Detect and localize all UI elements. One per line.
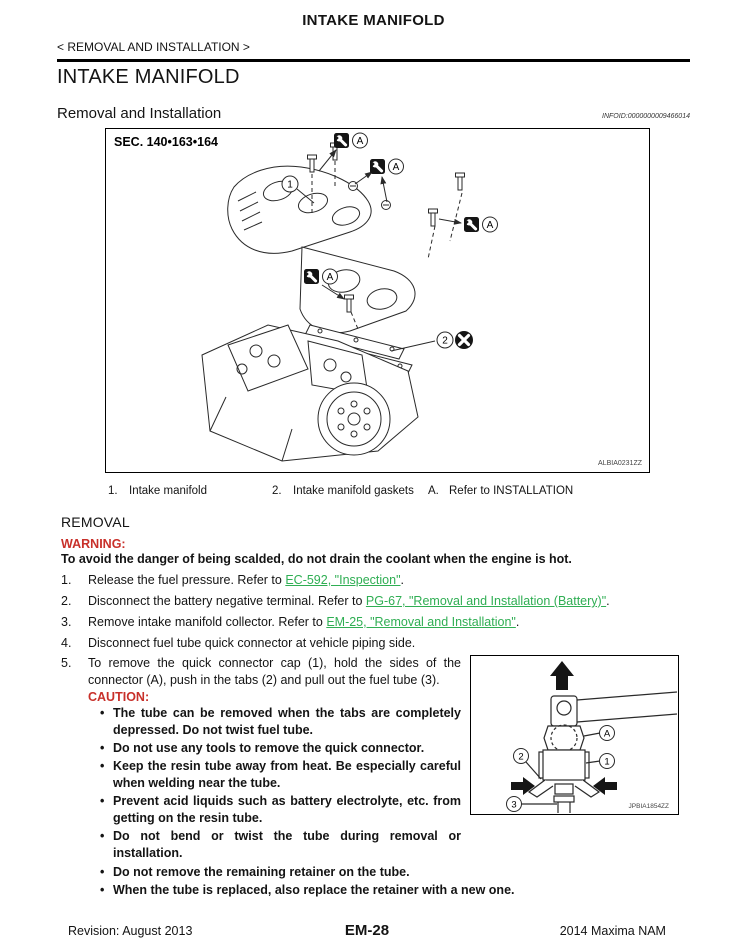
caution-list: • The tube can be removed when the tabs a… <box>100 705 461 862</box>
part-1-label: 1 <box>287 180 293 191</box>
subsection-title: Removal and Installation <box>57 105 222 122</box>
figure-quick-connector: A 1 2 3 JPBIA1854ZZ <box>470 655 679 815</box>
part-2-label: 2 <box>442 336 448 347</box>
ref-a-label: A <box>393 162 400 173</box>
page-title: INTAKE MANIFOLD <box>57 66 240 88</box>
torque-callout: A <box>438 215 498 234</box>
sec-label: SEC. 140•163•164 <box>114 135 218 149</box>
legend-item: 2. Intake manifold gaskets <box>272 485 428 497</box>
bullet-dot: • <box>100 829 105 843</box>
footer-page-number: EM-28 <box>344 922 390 939</box>
part-callout-2: 2 <box>390 331 473 352</box>
caution-bullet: • The tube can be removed when the tabs a… <box>100 705 461 739</box>
footer-revision: Revision: August 2013 <box>68 924 193 938</box>
caution-bullet: • Do not bend or twist the tube during re… <box>100 828 461 862</box>
page-footer: Revision: August 2013 EM-28 2014 Maxima … <box>0 922 734 939</box>
torque-callout: A <box>354 157 404 203</box>
breadcrumb-rule: < REMOVAL AND INSTALLATION > <box>57 38 690 62</box>
bullet-dot: • <box>100 883 105 897</box>
bullet-dot: • <box>100 865 105 879</box>
running-title: INTAKE MANIFOLD <box>302 12 445 29</box>
legend-number: A. <box>428 485 439 497</box>
legend-text: Refer to INSTALLATION <box>449 485 574 497</box>
step-text: Disconnect fuel tube quick connector at … <box>88 636 416 650</box>
procedure-step: 3. Remove intake manifold collector. Refe… <box>61 612 690 633</box>
step-number: 1. <box>61 573 72 587</box>
caution-label: CAUTION: <box>88 690 150 704</box>
procedure-step: 2. Disconnect the battery negative termin… <box>61 591 690 612</box>
procedure-step: 4. Disconnect fuel tube quick connector a… <box>61 633 690 654</box>
caution-text: Do not remove the remaining retainer on … <box>113 865 410 879</box>
connector-2-label: 2 <box>518 752 523 763</box>
reference-link[interactable]: PG-67, "Removal and Installation (Batter… <box>365 594 607 608</box>
quick-connector-drawing: A 1 2 3 JPBIA1854ZZ <box>506 661 678 813</box>
warning-text: To avoid the danger of being scalded, do… <box>61 552 572 566</box>
torque-wrench-icon <box>368 157 387 176</box>
figure-legend: 1. Intake manifold 2. Intake manifold gaske… <box>108 485 690 497</box>
procedure-step: 5. To remove the quick connector cap (1),… <box>61 655 461 689</box>
caution-text: When the tube is replaced, also replace … <box>113 883 515 897</box>
caution-bullet: • Do not use any tools to remove the quic… <box>100 740 461 757</box>
footer-model: 2014 Maxima NAM <box>559 924 666 938</box>
ref-a-label: A <box>327 272 334 283</box>
caution-bullet: • Do not remove the remaining retainer on… <box>100 864 690 881</box>
step-number: 4. <box>61 636 72 650</box>
part-callout-1: 1 <box>281 175 315 204</box>
caution-bullet: • Prevent acid liquids such as battery el… <box>100 793 461 827</box>
torque-wrench-icon <box>332 131 351 150</box>
step-text: Disconnect the battery negative terminal… <box>88 594 610 608</box>
connector-a-label: A <box>604 729 611 740</box>
step-number: 2. <box>61 594 72 608</box>
step-number: 3. <box>61 615 72 629</box>
breadcrumb: < REMOVAL AND INSTALLATION > <box>57 40 250 54</box>
step-text: Release the fuel pressure. Refer to EC-5… <box>88 573 404 587</box>
figure-intake-manifold-exploded: SEC. 140•163•164 ALBIA0231ZZ <box>105 128 650 473</box>
reference-link[interactable]: EC-592, "Inspection" <box>285 573 401 587</box>
caution-text: Do not bend or twist the tube during rem… <box>113 829 461 860</box>
removal-heading: REMOVAL <box>61 514 130 530</box>
caution-list-wide: • Do not remove the remaining retainer on… <box>100 864 690 899</box>
procedure-steps: 1. Release the fuel pressure. Refer to EC… <box>61 570 690 654</box>
legend-text: Intake manifold gaskets <box>293 485 414 497</box>
legend-number: 2. <box>272 485 282 497</box>
ref-a-label: A <box>357 136 364 147</box>
caution-bullet: • Keep the resin tube away from heat. Be … <box>100 758 461 792</box>
legend-item: 1. Intake manifold <box>108 485 272 497</box>
connector-1-label: 1 <box>604 757 609 768</box>
legend-text: Intake manifold <box>129 485 207 497</box>
figure-code: ALBIA0231ZZ <box>598 460 643 467</box>
caution-text: Do not use any tools to remove the quick… <box>113 741 425 755</box>
push-tab-arrow-icon <box>593 777 617 795</box>
step-text: Remove intake manifold collector. Refer … <box>88 615 520 629</box>
caution-text: The tube can be removed when the tabs ar… <box>113 706 461 737</box>
infoid-code: INFOID:0000000009466014 <box>602 113 690 120</box>
exploded-view-drawing: SEC. 140•163•164 ALBIA0231ZZ <box>114 131 643 467</box>
caution-text: Keep the resin tube away from heat. Be e… <box>113 759 461 790</box>
ref-a-label: A <box>487 220 494 231</box>
legend-item: A. Refer to INSTALLATION <box>428 485 573 497</box>
pull-direction-arrow-icon <box>550 661 574 690</box>
push-tab-arrow-icon <box>511 777 535 795</box>
torque-callout: A <box>318 131 368 172</box>
step-number: 5. <box>61 656 72 670</box>
torque-callout: A <box>302 267 345 300</box>
figure-code: JPBIA1854ZZ <box>629 803 669 810</box>
bullet-dot: • <box>100 759 105 773</box>
procedure-step: 1. Release the fuel pressure. Refer to EC… <box>61 570 690 591</box>
caution-text: Prevent acid liquids such as battery ele… <box>113 794 461 825</box>
legend-number: 1. <box>108 485 118 497</box>
caution-bullet: • When the tube is replaced, also replace… <box>100 882 690 899</box>
step-text: To remove the quick connector cap (1), h… <box>88 656 461 687</box>
connector-3-label: 3 <box>511 800 516 811</box>
torque-wrench-icon <box>302 267 321 286</box>
bullet-dot: • <box>100 741 105 755</box>
engine-artwork <box>201 142 465 462</box>
reference-link[interactable]: EM-25, "Removal and Installation" <box>326 615 516 629</box>
bullet-dot: • <box>100 794 105 808</box>
torque-wrench-icon <box>462 215 481 234</box>
bullet-dot: • <box>100 706 105 720</box>
warning-label: WARNING: <box>61 537 126 551</box>
do-not-reuse-icon <box>455 331 473 349</box>
